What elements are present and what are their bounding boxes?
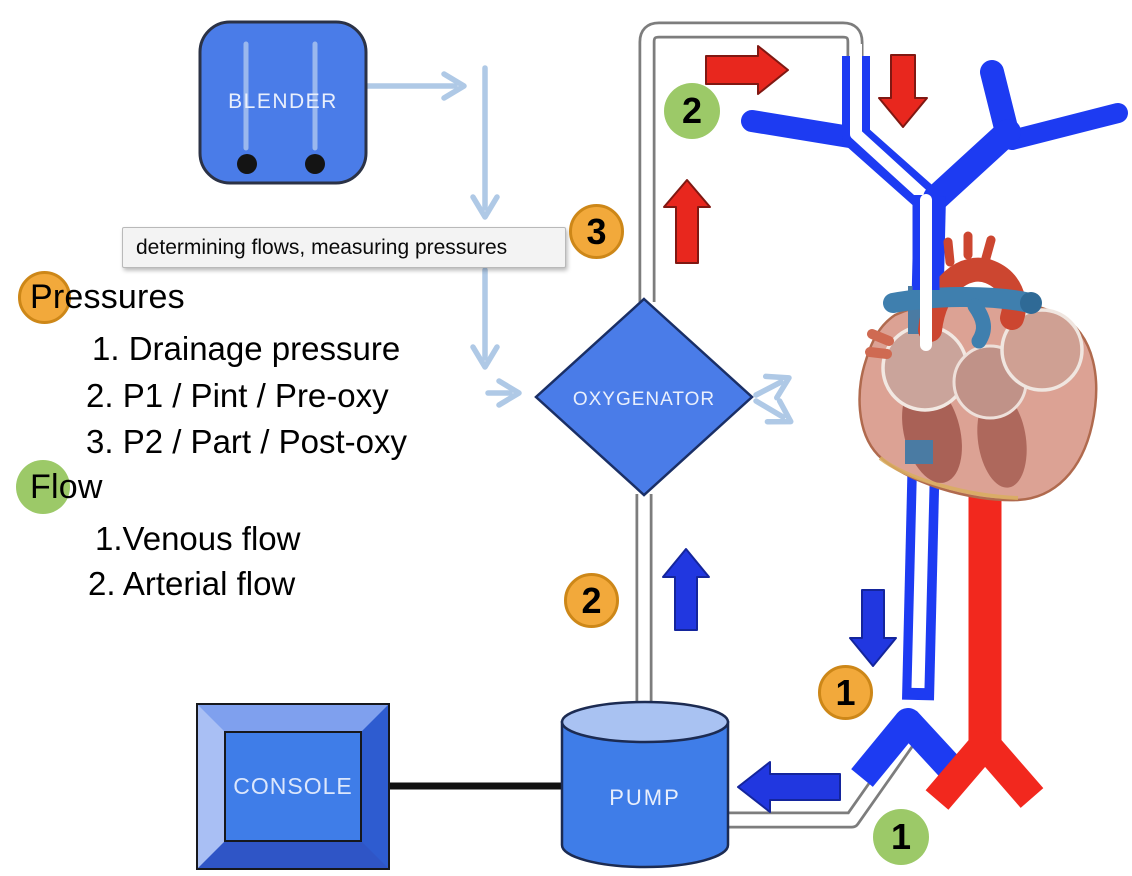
heart-aorta-branches [943,231,996,267]
gas-line-exhaust-down [753,398,794,425]
vein-right-branch [1002,103,1128,150]
flow-title: Flow [30,468,103,506]
oxygenator-label: OXYGENATOR [573,389,715,410]
pump-body [560,720,730,869]
heart-bottom-edge [878,456,1019,500]
heart-pulmonary-cap [1020,292,1042,314]
pressures-title: Pressures [30,278,185,316]
flow-bullet-icon [16,460,70,514]
arterial-flow-arrow-up [663,179,711,264]
tooltip-text: determining flows, measuring pressures [136,235,508,259]
tooltip: determining flows, measuring pressures [122,227,566,268]
pressure-site-badge-preoxy: 2 [564,573,619,628]
arterial-flow-arrow-down [878,54,928,128]
heart-pulmonary-veins [865,329,894,359]
flow-item-venous: 1.Venous flow [95,520,301,557]
blender-label: BLENDER [228,90,338,113]
heart-ivc [905,440,933,464]
heart-illustration [858,194,1098,502]
pressures-item-drainage: 1. Drainage pressure [92,330,401,367]
venous-flow-arrow-down [849,589,897,667]
heart-chamber-right [1000,308,1084,392]
blender-body [198,20,368,185]
vein-right-stub [980,60,1018,140]
flow-arrows [662,45,928,813]
oxygenator: OXYGENATOR [534,297,754,497]
tube-arterial-line-core [641,24,861,302]
pump: PUMP [560,700,730,869]
venous-flow-arrow-up [662,548,710,631]
pressure-site-badge-drainage: 1 [818,665,873,720]
vein-right-connector [923,119,1021,211]
heart-pulmonary-branch [967,298,991,349]
blender: BLENDER [198,20,368,185]
pressures-bullet-icon [18,271,71,324]
flow-site-badge-venous: 1 [873,809,929,865]
heart-pulmonary-artery [883,287,1040,313]
cannula-core-jugular [850,44,929,201]
pressure-site-badge-postoxy: 3 [569,204,624,259]
venous-flow-arrow-left [737,761,841,813]
artery-bottom-fork [925,729,1044,810]
blender-gauge-lines [243,41,318,151]
console: CONSOLE [196,703,390,870]
blender-knob-left [237,154,257,174]
pump-top [560,700,730,744]
vein-bottom-fork [851,708,967,787]
gas-line-exhaust-up [753,373,792,401]
flow-site-badge-arterial: 2 [664,83,720,139]
console-label: CONSOLE [233,773,353,799]
flow-item-arterial: 2. Arterial flow [88,565,296,602]
pump-label: PUMP [609,785,681,810]
blender-knob-right [305,154,325,174]
arterial-flow-arrow-right [705,45,789,95]
gas-line-arrows [364,65,794,425]
pressures-item-preoxy: 2. P1 / Pint / Pre-oxy [86,377,389,414]
oxygenator-body [534,297,754,497]
pressures-item-postoxy: 3. P2 / Part / Post-oxy [86,423,407,460]
